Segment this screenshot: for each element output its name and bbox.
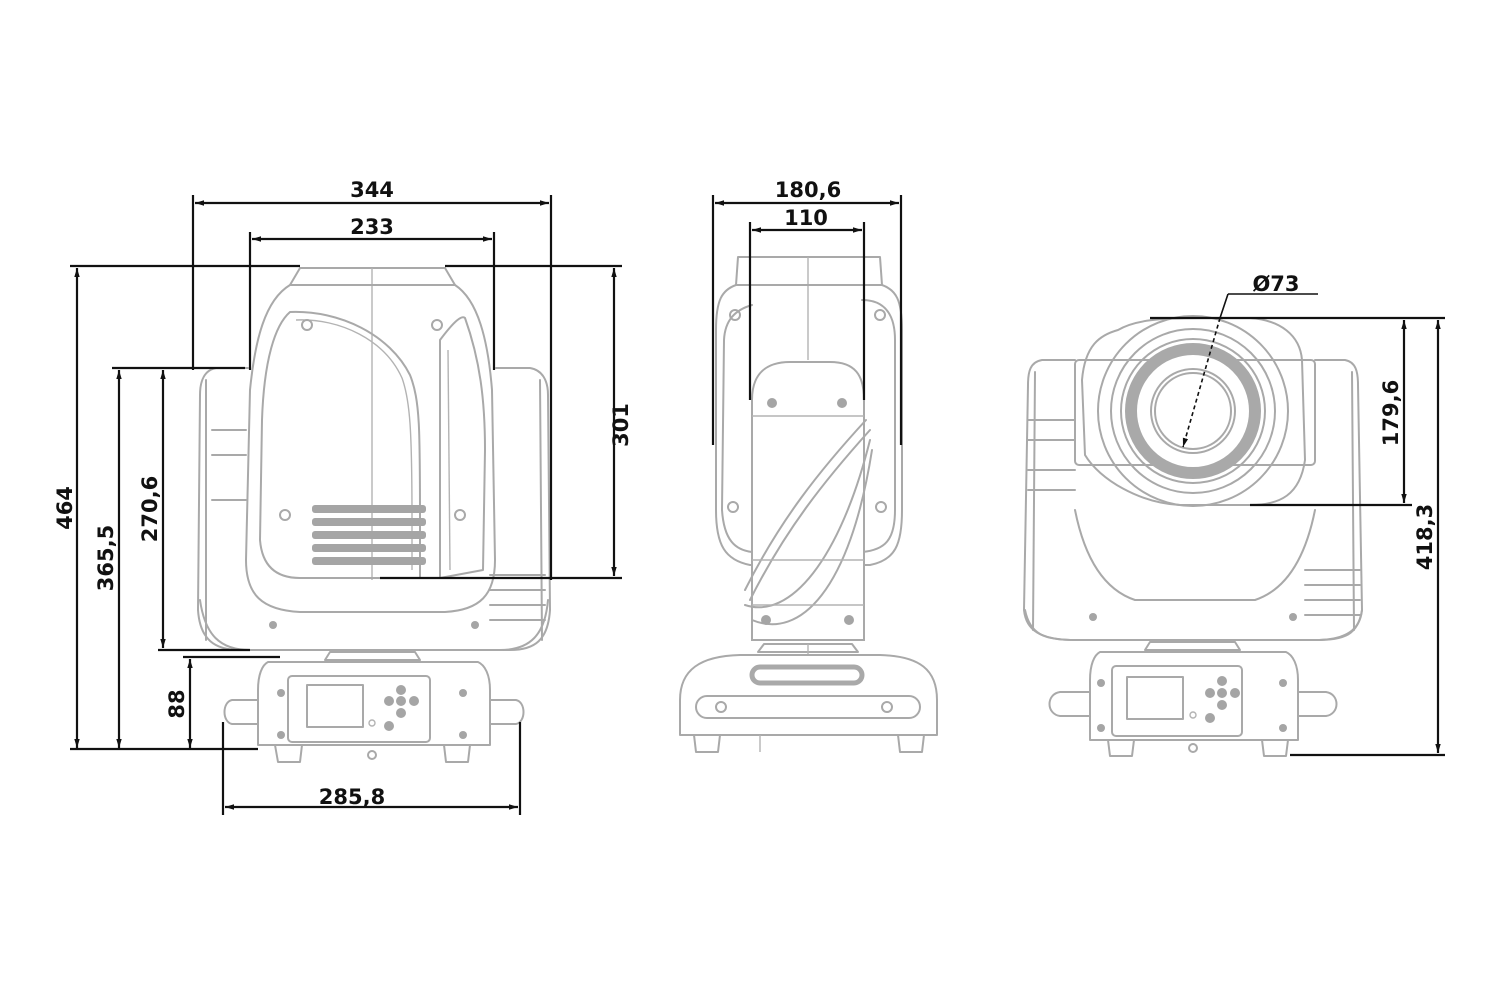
- dim-base-width: 285,8: [319, 785, 385, 809]
- vent-grille: [312, 505, 426, 565]
- lens-view: [1023, 315, 1363, 757]
- front-view: [197, 267, 551, 763]
- dim-overall-width: 344: [350, 178, 394, 202]
- dim-lens-diameter: Ø73: [1252, 272, 1299, 296]
- dim-head-width: 233: [350, 215, 394, 239]
- dim-yoke-arm-height: 270,6: [138, 476, 162, 542]
- dim-base-height: 88: [165, 689, 189, 718]
- side-view-dimensions: 180,6 110: [711, 178, 903, 445]
- lens-view-dimensions: Ø73 179,6 418,3: [1150, 272, 1445, 757]
- dim-lens-head-height: 179,6: [1379, 380, 1403, 446]
- front-view-dimensions: 344 233 464 365,5 270,6 88 301 285,8: [53, 178, 633, 815]
- dim-yoke-height: 365,5: [94, 525, 118, 591]
- dim-lens-overall-height: 418,3: [1413, 504, 1437, 570]
- side-view: [679, 256, 938, 753]
- dim-overall-depth: 180,6: [775, 178, 841, 202]
- dim-head-height: 301: [609, 403, 633, 447]
- dim-overall-height: 464: [53, 486, 77, 530]
- dim-head-depth: 110: [784, 206, 828, 230]
